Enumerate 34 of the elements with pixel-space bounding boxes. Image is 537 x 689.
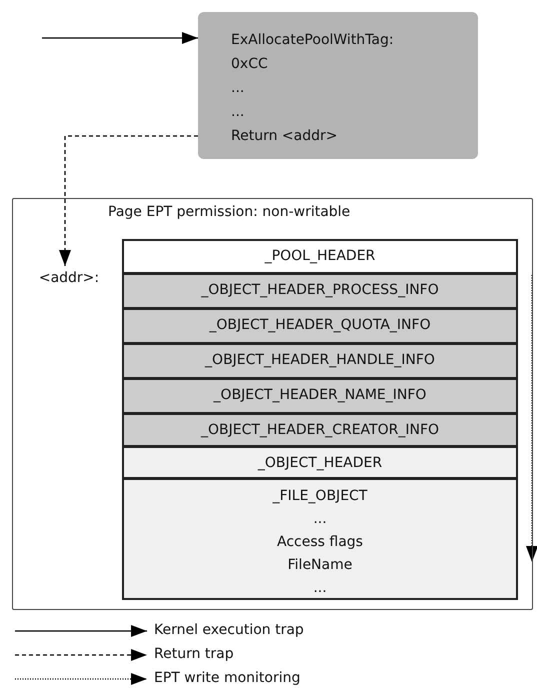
page-heading: Page EPT permission: non-writable [108, 204, 350, 220]
field-name: FileName [288, 556, 352, 575]
address-label: <addr>: [38, 269, 100, 288]
field-name: _OBJECT_HEADER_QUOTA_INFO [209, 316, 431, 335]
field-name: ... [313, 510, 327, 529]
field-name: ... [313, 579, 327, 598]
field-name: _FILE_OBJECT [272, 487, 368, 506]
struct-row [122, 308, 518, 344]
field-name: Access flags [277, 533, 363, 552]
memory-page-frame [12, 198, 533, 610]
legend-label: Return trap [154, 645, 234, 663]
legend-label: Kernel execution trap [154, 621, 304, 639]
code-line: 0xCC [231, 55, 268, 74]
code-line: ... [231, 103, 244, 122]
struct-row [122, 413, 518, 447]
field-name: _OBJECT_HEADER [258, 454, 382, 473]
struct-row [122, 446, 518, 479]
function-box [198, 12, 478, 159]
code-line: Return <addr> [231, 127, 338, 146]
struct-row [122, 478, 518, 600]
arrow [42, 32, 198, 44]
struct-row [122, 378, 518, 414]
field-name: _OBJECT_HEADER_PROCESS_INFO [201, 281, 439, 300]
field-name: _OBJECT_HEADER_CREATOR_INFO [200, 421, 440, 440]
code-line: ExAllocatePoolWithTag: [231, 31, 394, 50]
field-name: _OBJECT_HEADER_HANDLE_INFO [205, 351, 435, 370]
struct-row [122, 273, 518, 309]
legend-label: EPT write monitoring [154, 669, 300, 687]
struct-row [122, 239, 518, 274]
code-line: ... [231, 79, 244, 98]
arrow [59, 135, 198, 266]
field-name: _POOL_HEADER [264, 247, 376, 266]
field-name: _OBJECT_HEADER_NAME_INFO [214, 386, 426, 405]
struct-row [122, 343, 518, 379]
